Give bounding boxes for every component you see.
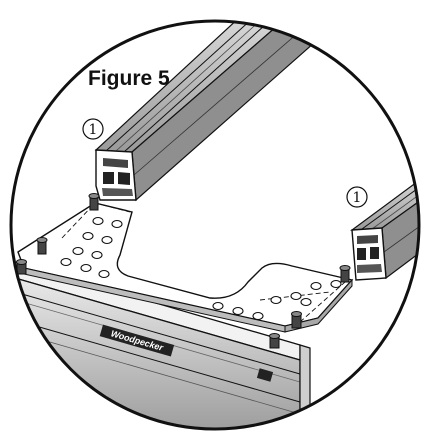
bolt (269, 333, 280, 349)
callout-number: 1 (89, 122, 98, 138)
callout-number: 1 (353, 190, 362, 206)
bolt (36, 237, 48, 255)
mounting-plate (17, 202, 354, 333)
bolt (339, 265, 351, 283)
bolt (16, 259, 27, 275)
bolts (16, 193, 351, 349)
callout-marker: 1 (82, 118, 104, 140)
bolt (88, 193, 100, 211)
bolt (291, 311, 302, 329)
magnifier-circle (9, 19, 421, 431)
figure-title: Figure 5 (88, 67, 170, 90)
callout-marker: 1 (346, 186, 368, 208)
